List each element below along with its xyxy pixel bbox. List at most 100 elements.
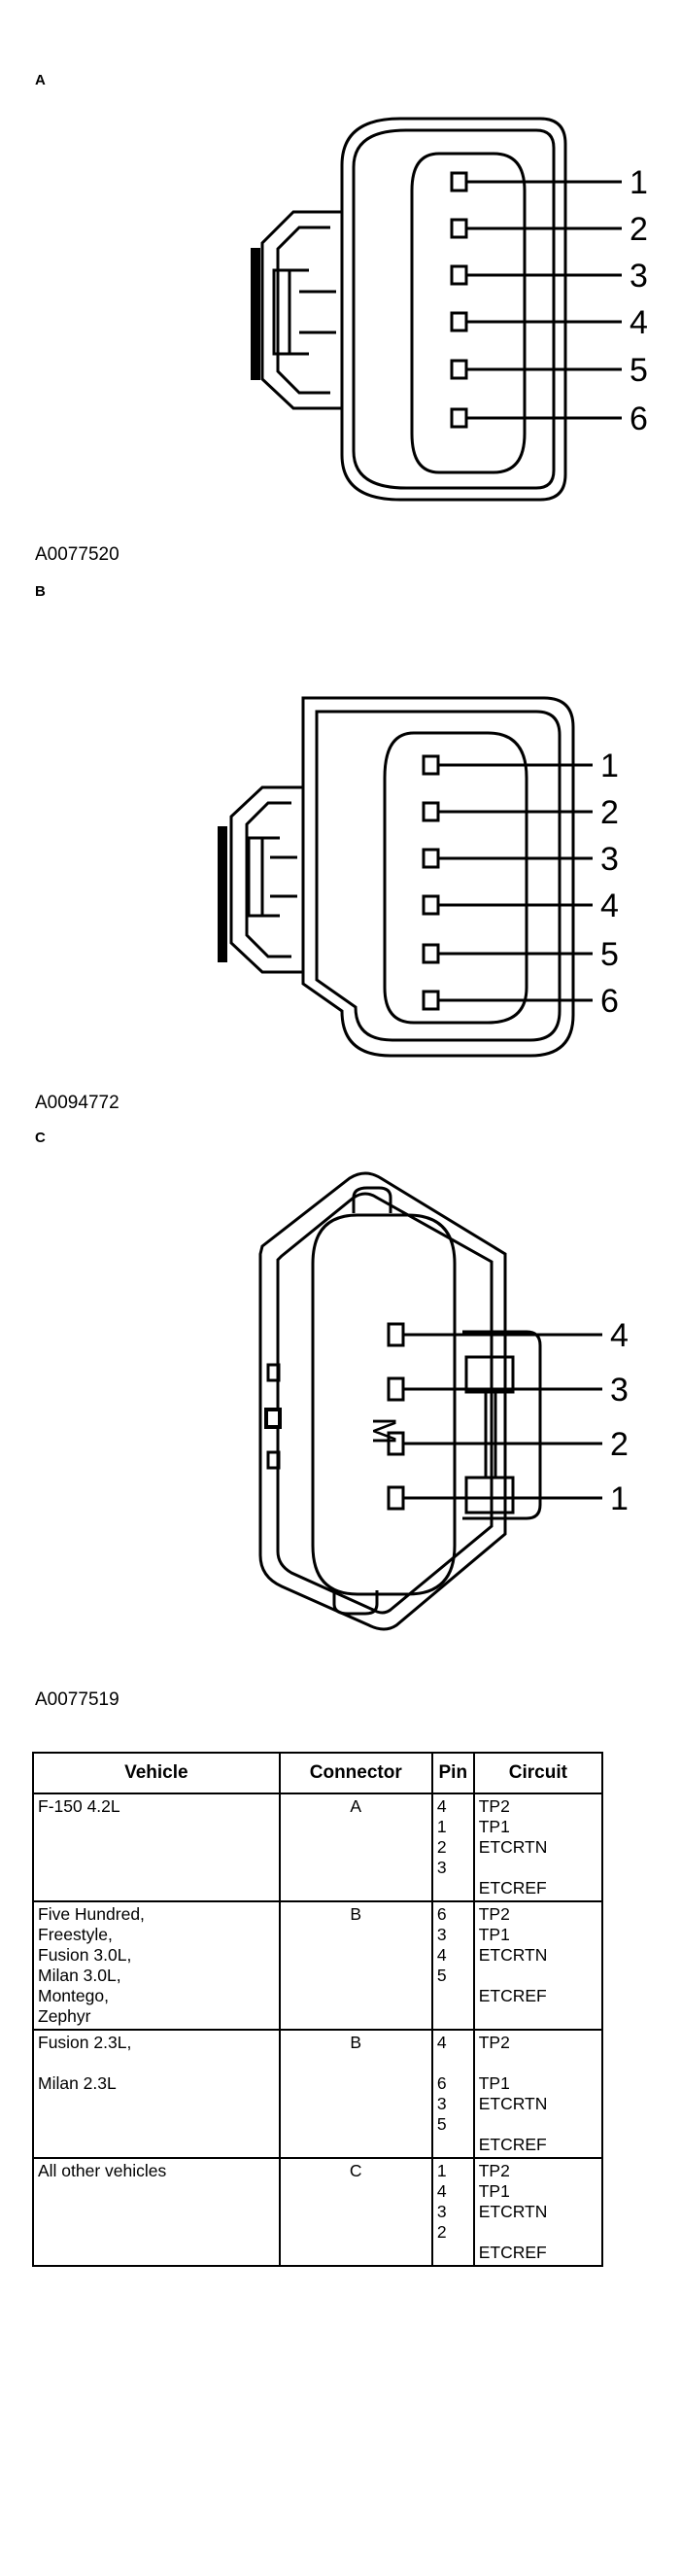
connector-c-pin-label: 2 xyxy=(610,1426,629,1463)
circuit-name: ETCRTN xyxy=(478,2202,548,2221)
vehicle-line: Milan 2.3L xyxy=(38,2073,117,2093)
circuit-name: TP1 xyxy=(478,2073,510,2093)
pin-number: 4 xyxy=(436,1796,447,1816)
connector-a-pin-label: 1 xyxy=(630,164,648,201)
connector-b-pin-label: 6 xyxy=(600,983,619,1020)
header-vehicle: Vehicle xyxy=(32,1752,281,1794)
circuit-name: TP2 xyxy=(478,1904,510,1924)
vehicle-line: F-150 4.2L xyxy=(38,1796,120,1816)
connector-c-inner-mark: M xyxy=(365,1417,402,1445)
pin-number: 4 xyxy=(436,2033,447,2052)
vehicle-line: Fusion 2.3L, xyxy=(38,2033,132,2052)
pin-number: 5 xyxy=(436,1966,447,1985)
circuit-name: ETCREF xyxy=(478,2135,547,2154)
connector-a-pin-label: 2 xyxy=(630,211,648,248)
table-row: Five Hundred,Freestyle,Fusion 3.0L,Milan… xyxy=(32,1900,604,2031)
pin-number: 4 xyxy=(436,2181,447,2201)
circuit-name: ETCREF xyxy=(478,2243,547,2262)
connector-a-diagram: 1 2 3 4 5 6 xyxy=(251,117,648,502)
connector-a-pin-label: 6 xyxy=(630,400,648,437)
connector-a-pin-label: 4 xyxy=(630,304,648,341)
vehicle-line: Five Hundred, xyxy=(38,1904,145,1924)
circuit-name: ETCREF xyxy=(478,1986,547,2005)
circuit-name: ETCRTN xyxy=(478,2094,548,2113)
pin-number: 3 xyxy=(436,2202,447,2221)
connector-b-pin-label: 3 xyxy=(600,841,619,878)
vehicle-cell: Fusion 2.3L, Milan 2.3L xyxy=(32,2029,281,2159)
connector-c-pin-label: 4 xyxy=(610,1317,629,1354)
circuit-name xyxy=(479,1858,597,1878)
circuit-name: ETCRTN xyxy=(478,1837,548,1857)
pin-number: 5 xyxy=(436,2114,447,2134)
pin-number xyxy=(437,2053,469,2073)
connector-cell: B xyxy=(278,1900,433,2031)
connector-b-pin-label: 4 xyxy=(600,888,619,924)
circuit-name xyxy=(479,2222,597,2243)
circuit-name: ETCRTN xyxy=(478,1945,548,1965)
connector-a-pin-label: 3 xyxy=(630,258,648,295)
connector-c-figure-id: A0077519 xyxy=(35,1689,119,1710)
vehicle-line: Freestyle, xyxy=(38,1925,113,1944)
circuit-name: TP1 xyxy=(478,2181,510,2201)
circuit-name xyxy=(479,2053,597,2073)
pin-number: 2 xyxy=(436,2222,447,2242)
vehicle-cell: Five Hundred,Freestyle,Fusion 3.0L,Milan… xyxy=(32,1900,281,2031)
connector-c-pin-label: 1 xyxy=(610,1480,629,1517)
pin-number: 6 xyxy=(436,2073,447,2093)
circuit-name: TP1 xyxy=(478,1925,510,1944)
pinout-table: Vehicle Connector Pin Circuit F-150 4.2L… xyxy=(32,1752,604,2267)
pin-number: 2 xyxy=(436,1837,447,1857)
connector-b-letter: B xyxy=(35,583,46,600)
pin-number: 1 xyxy=(436,2161,447,2180)
pin-number: 1 xyxy=(436,1817,447,1836)
vehicle-cell: All other vehicles xyxy=(32,2157,281,2267)
connector-c-letter: C xyxy=(35,1130,46,1146)
pin-number: 3 xyxy=(436,1858,447,1877)
connector-b-pin-label: 5 xyxy=(600,936,619,973)
vehicle-line: Fusion 3.0L, xyxy=(38,1945,132,1965)
circuit-name: ETCREF xyxy=(478,1878,547,1897)
pin-number: 3 xyxy=(436,2094,447,2113)
table-header-row: Vehicle Connector Pin Circuit xyxy=(32,1752,604,1794)
connector-b-pin-label: 2 xyxy=(600,794,619,831)
connector-a-figure-id: A0077520 xyxy=(35,544,119,565)
header-connector: Connector xyxy=(278,1752,433,1794)
vehicle-line: Milan 3.0L, xyxy=(38,1966,121,1985)
connector-b-figure-id: A0094772 xyxy=(35,1093,119,1113)
connector-a-letter: A xyxy=(35,72,46,88)
circuit-name xyxy=(479,1966,597,1986)
circuit-name xyxy=(479,2114,597,2135)
pin-number: 6 xyxy=(436,1904,447,1924)
connector-c-pin-label: 3 xyxy=(610,1372,629,1409)
circuit-name: TP2 xyxy=(478,2161,510,2180)
connector-cell: A xyxy=(278,1793,433,1902)
vehicle-line: All other vehicles xyxy=(38,2161,167,2180)
pin-number: 4 xyxy=(436,1945,447,1965)
connector-b-pin-label: 1 xyxy=(600,748,619,784)
circuit-name: TP1 xyxy=(478,1817,510,1836)
connector-b-diagram: 1 2 3 4 5 6 xyxy=(218,696,619,1058)
connector-a-pin-label: 5 xyxy=(630,352,648,389)
pin-number: 3 xyxy=(436,1925,447,1944)
vehicle-cell: F-150 4.2L xyxy=(32,1793,281,1902)
vehicle-line: Montego, xyxy=(38,1986,109,2005)
header-pin: Pin xyxy=(430,1752,475,1794)
circuit-name: TP2 xyxy=(478,2033,510,2052)
header-circuit: Circuit xyxy=(472,1752,604,1794)
connector-c-diagram: M 4 3 2 1 xyxy=(258,1171,629,1631)
vehicle-line: Zephyr xyxy=(38,2006,91,2026)
connector-cell: B xyxy=(278,2029,433,2159)
vehicle-line xyxy=(38,2053,275,2073)
connector-cell: C xyxy=(278,2157,433,2267)
